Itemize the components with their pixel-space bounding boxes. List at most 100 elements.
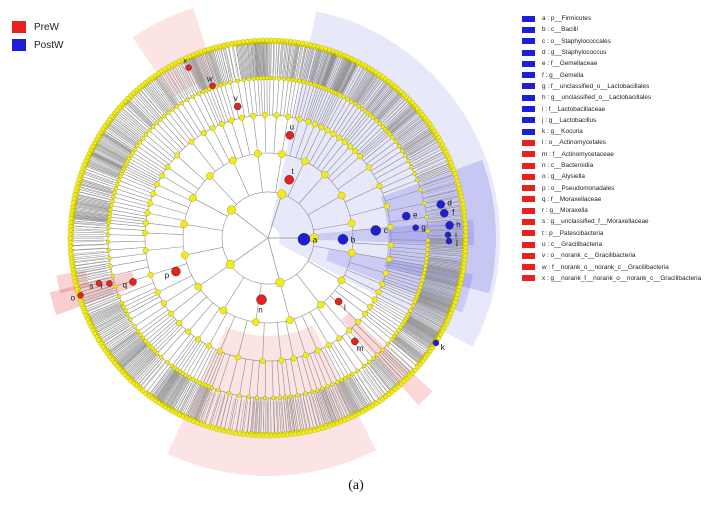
branch bbox=[382, 179, 418, 194]
taxon-node bbox=[130, 150, 135, 155]
branch bbox=[91, 307, 124, 324]
biomarker-node-letter: g bbox=[421, 223, 425, 232]
biomarker-node-letter: c bbox=[384, 226, 388, 235]
branch bbox=[156, 369, 178, 400]
branch bbox=[198, 93, 216, 128]
leaf-branch bbox=[171, 64, 189, 95]
leaf-branch bbox=[385, 352, 411, 377]
leaf-branch bbox=[119, 346, 146, 370]
branch bbox=[195, 386, 210, 421]
biomarker-node bbox=[285, 131, 295, 140]
leaf-node bbox=[300, 430, 306, 436]
branch bbox=[86, 298, 120, 313]
leaf-branch bbox=[370, 365, 393, 393]
leaf-node bbox=[412, 368, 418, 373]
leaf-node bbox=[463, 245, 469, 251]
leaf-branch bbox=[378, 359, 402, 385]
leaf-branch bbox=[80, 175, 113, 187]
branch bbox=[130, 300, 163, 320]
branch bbox=[108, 234, 146, 236]
branch bbox=[310, 87, 324, 123]
branch bbox=[243, 79, 250, 117]
branch bbox=[193, 386, 208, 420]
branch bbox=[375, 296, 409, 315]
leaf-branch bbox=[331, 55, 345, 87]
branch bbox=[88, 159, 122, 175]
branch bbox=[199, 387, 213, 422]
branch bbox=[220, 47, 230, 83]
leaf-branch bbox=[312, 47, 323, 81]
biomarker-legend-item: u : c__Gracilibacteria bbox=[522, 239, 701, 250]
branch bbox=[352, 373, 373, 405]
branch bbox=[212, 127, 231, 163]
leaf-node bbox=[139, 82, 145, 88]
leaf-branch bbox=[130, 355, 155, 381]
branch bbox=[345, 332, 370, 362]
branch bbox=[389, 110, 418, 135]
branch bbox=[87, 160, 122, 176]
branch bbox=[389, 253, 427, 259]
taxon-node bbox=[222, 81, 227, 87]
branch bbox=[320, 389, 333, 424]
branch bbox=[101, 322, 133, 342]
leaf-node bbox=[74, 286, 80, 292]
branch bbox=[167, 166, 199, 190]
branch bbox=[254, 397, 258, 434]
branch bbox=[339, 62, 357, 96]
leaf-branch bbox=[362, 371, 383, 400]
branch bbox=[424, 272, 460, 282]
taxon-node bbox=[398, 325, 403, 330]
leaf-branch bbox=[348, 65, 367, 96]
leaf-branch bbox=[82, 295, 115, 309]
biomarker-node bbox=[445, 237, 453, 245]
biomarker-legend-label: k : g__Kocuria bbox=[542, 128, 583, 136]
leaf-branch bbox=[427, 275, 461, 284]
leaf-branch bbox=[250, 40, 255, 75]
leaf-node bbox=[300, 40, 305, 46]
branch bbox=[302, 394, 311, 430]
biomarker-node-letter: i bbox=[455, 231, 457, 240]
branch bbox=[390, 243, 428, 246]
branch bbox=[142, 138, 172, 162]
branch bbox=[107, 124, 138, 146]
branch bbox=[288, 396, 294, 433]
leaf-node bbox=[241, 432, 246, 437]
leaf-branch bbox=[92, 146, 123, 163]
leaf-branch bbox=[306, 45, 315, 79]
branch bbox=[308, 87, 322, 123]
postw-swatch bbox=[12, 39, 26, 51]
leaf-branch bbox=[380, 93, 405, 120]
taxon-node bbox=[365, 164, 372, 171]
branch bbox=[73, 214, 110, 220]
taxon-node bbox=[309, 389, 315, 395]
branch bbox=[145, 134, 175, 159]
taxon-node bbox=[194, 378, 199, 384]
branch bbox=[313, 222, 352, 231]
branch bbox=[207, 51, 219, 86]
branch bbox=[178, 380, 196, 413]
leaf-branch bbox=[429, 204, 464, 211]
taxon-node bbox=[105, 232, 111, 237]
branch bbox=[422, 280, 458, 291]
branch bbox=[209, 50, 221, 86]
leaf-node bbox=[434, 131, 439, 137]
leaf-branch bbox=[431, 249, 466, 253]
branch bbox=[187, 383, 203, 418]
branch bbox=[374, 92, 400, 120]
leaf-branch bbox=[299, 398, 307, 433]
taxon-node bbox=[134, 143, 140, 149]
leaf-branch bbox=[182, 385, 198, 417]
branch bbox=[279, 282, 291, 321]
leaf-branch bbox=[420, 297, 453, 310]
leaf-branch bbox=[342, 61, 360, 93]
leaf-branch bbox=[396, 339, 424, 362]
branch bbox=[327, 386, 342, 421]
taxon-node bbox=[200, 130, 207, 137]
branch bbox=[424, 271, 460, 280]
leaf-branch bbox=[124, 351, 150, 376]
biomarker-swatch bbox=[522, 83, 535, 90]
leaf-node bbox=[248, 38, 254, 44]
leaf-branch bbox=[351, 67, 370, 98]
branch bbox=[334, 103, 356, 135]
taxon-node bbox=[219, 306, 228, 315]
